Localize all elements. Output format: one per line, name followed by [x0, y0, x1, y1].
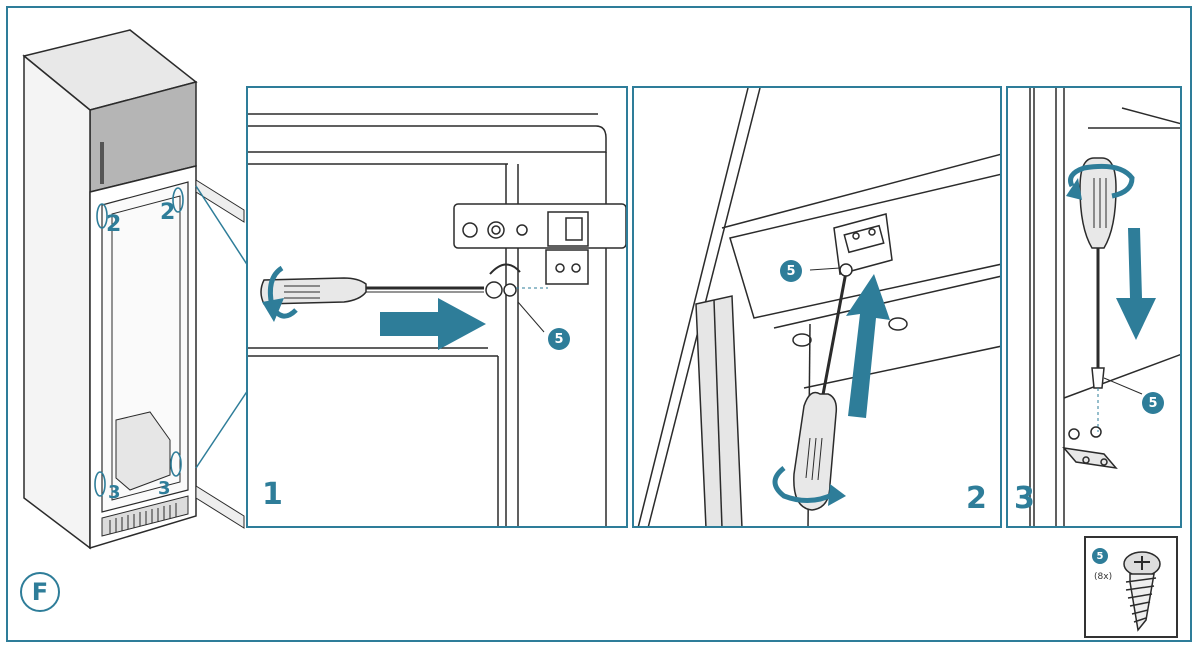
- step-3-panel: 5 3: [1006, 86, 1182, 528]
- step-1-drawing: [248, 113, 626, 526]
- step-3-drawing: [1029, 88, 1180, 526]
- fridge-drawing: [22, 29, 249, 550]
- step-1-part-badge: 5: [548, 328, 570, 350]
- overview-callout-2-left: 2: [106, 212, 122, 237]
- step-1-number: 1: [262, 477, 283, 512]
- parts-legend: 5 (8x): [1084, 536, 1178, 638]
- parts-legend-quantity: (8x): [1094, 572, 1113, 582]
- step-2-number: 2: [966, 481, 987, 516]
- overview-callout-3-left: 3: [108, 482, 121, 503]
- step-2-part-badge: 5: [780, 260, 802, 282]
- parts-legend-badge: 5: [1092, 548, 1108, 564]
- step-3-part-badge: 5: [1142, 392, 1164, 414]
- overview-callout-2-right: 2: [160, 200, 176, 225]
- step-1-panel: 5 1: [246, 86, 628, 528]
- step-2-panel: 5 2: [632, 86, 1002, 528]
- fridge-overview: 2 2 3 3: [20, 20, 250, 560]
- figure-letter: F: [20, 572, 60, 612]
- step-2-drawing: [637, 88, 1000, 526]
- overview-callout-3-right: 3: [158, 478, 171, 499]
- figure-frame: [6, 6, 1192, 642]
- step-3-number: 3: [1014, 481, 1035, 516]
- screw-icon: [1123, 551, 1161, 632]
